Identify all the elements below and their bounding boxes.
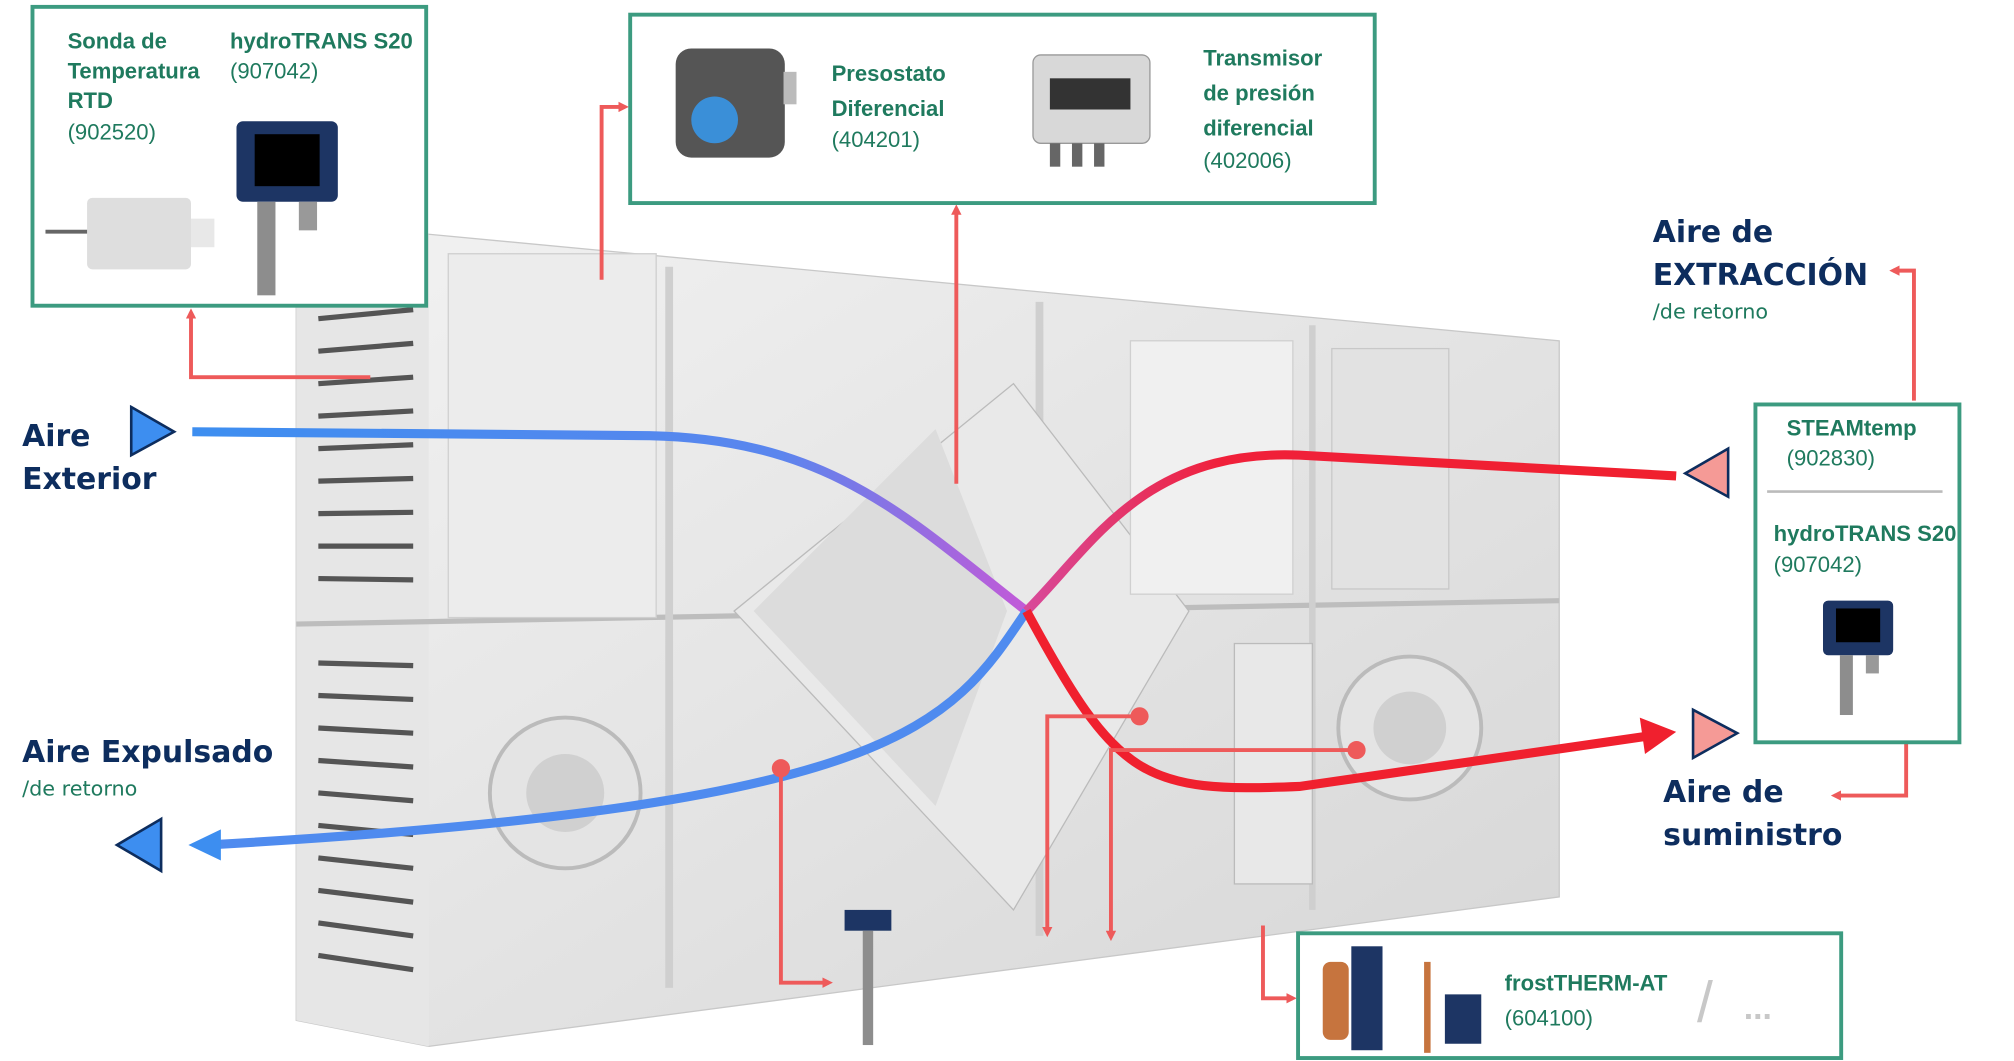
exhaust-air-flow [207,608,1031,850]
frosttherm-image [1322,946,1482,1053]
extract-sensors-box: STEAMtemp (902830) hydroTRANS S20 (90704… [1753,402,1962,745]
product-code: (902520) [68,119,156,144]
product-code: (604100) [1505,1006,1593,1031]
supply-fan [487,715,643,871]
outdoor-air-flow [192,427,1030,615]
frost-protection-box: frostTHERM-AT (604100) / ... [1296,931,1844,1060]
product-code: (404201) [832,127,920,152]
more-products-ellipsis: ... [1744,989,1772,1027]
supply-air-outlet-icon [1691,707,1740,761]
hydrotrans-image [236,121,338,296]
extract-air-flow [1023,450,1677,615]
intake-louvers [317,273,414,973]
product-name: frostTHERM-AT [1505,970,1668,995]
rtd-sensor-image [45,197,215,270]
outdoor-air-inlet-icon [129,404,177,458]
sensor-connectors [185,101,1916,1004]
exhaust-flow-arrowhead [188,829,221,861]
supply-air-flow [1022,608,1651,793]
product-name: hydroTRANS S20 [1774,521,1957,546]
exhaust-air-sublabel: /de retorno [22,777,137,801]
exhaust-air-outlet-icon [114,816,163,874]
pressure-transmitter-image [1032,54,1151,167]
heating-coil [1233,642,1313,885]
pressure-switch-image [675,48,797,158]
air-handling-unit [295,233,1560,1048]
product-code: (907042) [230,58,318,83]
duct-sensor [844,909,892,1046]
extract-air-inlet-icon [1682,446,1730,499]
product-code: (907042) [1774,552,1862,577]
hydrotrans-image [1822,600,1894,716]
product-code: (402006) [1203,148,1291,173]
product-code: (902830) [1787,446,1875,471]
extract-air-sublabel: /de retorno [1653,300,1768,324]
product-name: hydroTRANS S20 [230,28,413,53]
supply-flow-arrowhead [1639,717,1677,754]
separator-slash: / [1697,971,1713,1035]
product-name: STEAMtemp [1787,416,1917,441]
exhaust-air-label: Aire Expulsado [22,735,273,770]
